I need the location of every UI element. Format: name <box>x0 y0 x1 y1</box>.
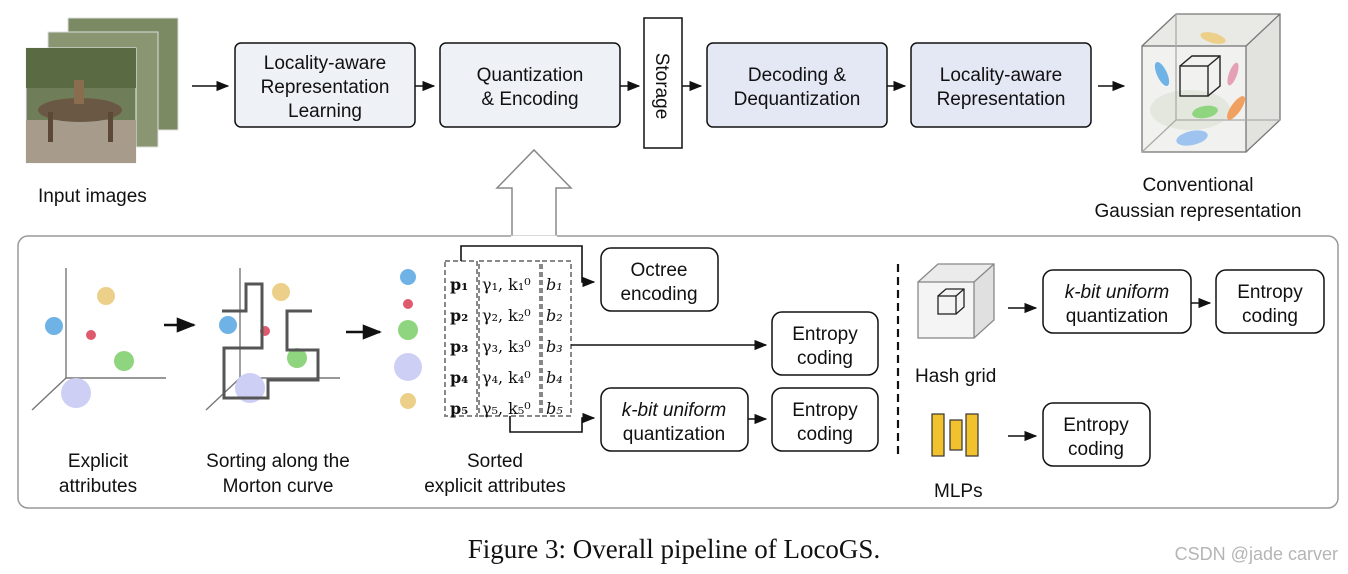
kbit1-line1: k-bit uniform <box>622 400 727 421</box>
morton-curve-plot <box>205 268 340 411</box>
box1-line3: Learning <box>288 101 362 122</box>
entropy-coding-box-2 <box>771 387 879 452</box>
hash-grid-icon <box>917 263 995 339</box>
bottom-panel <box>17 235 1339 509</box>
input-images-stack <box>25 17 179 164</box>
row-attr-5: γ₅, k₅⁰ <box>482 399 531 418</box>
hollow-up-arrow <box>495 148 573 241</box>
kbit2-line1: k-bit uniform <box>1065 282 1170 303</box>
row-b-4: b₄ <box>546 368 563 387</box>
octree-encoding-box <box>600 247 719 312</box>
box2-line1: Quantization <box>477 65 584 86</box>
explicit-label-line1: Explicit <box>68 451 129 472</box>
entropy-coding-box-3 <box>1215 269 1325 334</box>
row-attr-3: γ₃, k₃⁰ <box>482 337 531 356</box>
box4-line1: Locality-aware <box>940 65 1063 86</box>
sorted-blobs <box>394 269 422 409</box>
row-b-5: b₅ <box>546 399 563 418</box>
box3-line1: Decoding & <box>748 65 847 86</box>
row-b-2: b₂ <box>546 306 563 325</box>
sorting-label-line2: Morton curve <box>223 476 334 497</box>
storage-box <box>643 17 683 149</box>
kbit-quantization-box-2 <box>1042 269 1192 334</box>
kbit1-line2: quantization <box>623 424 725 445</box>
locality-aware-representation-box <box>910 42 1092 128</box>
attribute-table: p₁ p₂ p₃ p₄ p₅ γ₁, k₁⁰ γ₂, k₂⁰ γ₃, k₃⁰ γ… <box>444 260 572 418</box>
entropy2-line2: coding <box>797 424 853 445</box>
storage-label: Storage <box>651 53 672 120</box>
mlps-icon <box>931 413 979 457</box>
entropy3-line1: Entropy <box>1237 282 1303 303</box>
mlps-label: MLPs <box>934 481 983 502</box>
locality-aware-learning-box <box>234 42 416 128</box>
row-p-5: p₅ <box>450 399 468 418</box>
quantization-encoding-box <box>439 42 621 128</box>
input-images-label: Input images <box>38 186 147 207</box>
row-b-1: b₁ <box>546 275 563 294</box>
entropy2-line1: Entropy <box>792 400 858 421</box>
octree-line1: Octree <box>630 260 687 281</box>
figure-caption: Figure 3: Overall pipeline of LocoGS. <box>468 534 880 564</box>
row-p-4: p₄ <box>450 368 468 387</box>
octree-line2: encoding <box>620 284 697 305</box>
sorting-label-line1: Sorting along the <box>206 451 350 472</box>
entropy-coding-box-1 <box>771 311 879 376</box>
entropy4-line2: coding <box>1068 439 1124 460</box>
explicit-label-line2: attributes <box>59 476 137 497</box>
row-attr-1: γ₁, k₁⁰ <box>482 275 531 294</box>
sorted-label-line1: Sorted <box>467 451 523 472</box>
entropy-coding-box-4 <box>1042 402 1151 467</box>
kbit2-line2: quantization <box>1066 306 1168 327</box>
box3-line2: Dequantization <box>734 89 861 110</box>
box1-line1: Locality-aware <box>264 53 387 74</box>
box2-line2: & Encoding <box>481 89 578 110</box>
row-b-3: b₃ <box>546 337 563 356</box>
explicit-attributes-plot <box>31 268 166 411</box>
entropy1-line2: coding <box>797 348 853 369</box>
row-attr-4: γ₄, k₄⁰ <box>482 368 531 387</box>
sorted-label-line2: explicit attributes <box>424 476 566 497</box>
row-p-2: p₂ <box>450 306 468 325</box>
entropy4-line1: Entropy <box>1063 415 1129 436</box>
row-attr-2: γ₂, k₂⁰ <box>482 306 531 325</box>
row-p-3: p₃ <box>450 337 468 356</box>
decoding-dequantization-box <box>706 42 888 128</box>
box1-line2: Representation <box>261 77 390 98</box>
gaussian-cube-icon <box>1141 13 1281 153</box>
output-label-line1: Conventional <box>1143 175 1254 196</box>
entropy3-line2: coding <box>1242 306 1298 327</box>
output-label-line2: Gaussian representation <box>1094 201 1301 222</box>
watermark: CSDN @jade carver <box>1175 544 1338 564</box>
row-p-1: p₁ <box>450 275 468 294</box>
hash-grid-label: Hash grid <box>915 366 996 387</box>
box4-line2: Representation <box>937 89 1066 110</box>
entropy1-line1: Entropy <box>792 324 858 345</box>
